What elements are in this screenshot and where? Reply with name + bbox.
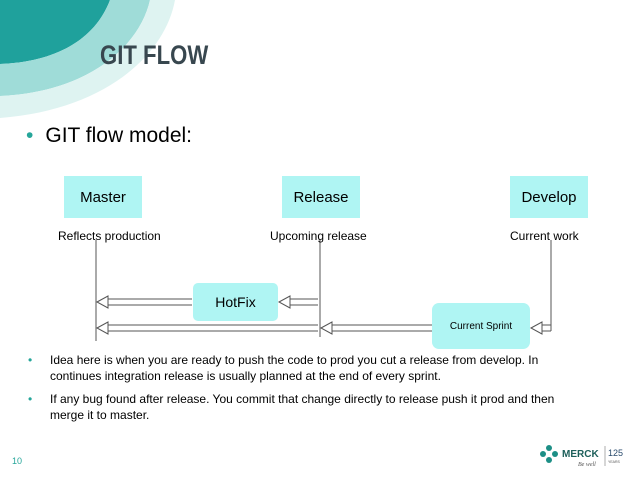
hotfix-to-master-arrow	[95, 295, 192, 309]
bullet-item: • If any bug found after release. You co…	[28, 391, 588, 425]
current-sprint-box: Current Sprint	[432, 303, 530, 349]
master-label: Master	[80, 188, 126, 206]
anniversary-text: 125	[608, 448, 623, 458]
release-box: Release	[282, 176, 360, 218]
merck-logo: MERCK Be well 125 YEARS	[538, 444, 634, 473]
brand-text: MERCK	[562, 449, 599, 460]
anniversary-sub-text: YEARS	[608, 460, 621, 464]
slide-title: GIT FLOW	[100, 40, 209, 70]
main-bullet-text: GIT flow model:	[45, 124, 193, 147]
release-caption: Upcoming release	[270, 229, 367, 243]
page-number: 10	[12, 456, 23, 466]
main-bullet: • GIT flow model:	[26, 124, 192, 148]
sprint-to-release-arrow	[319, 321, 432, 335]
bullet-dot: •	[26, 124, 34, 147]
corner-decoration	[0, 0, 175, 118]
merck-logo-icon: MERCK Be well 125 YEARS	[540, 445, 623, 468]
bullet-item: • Idea here is when you are ready to pus…	[28, 352, 588, 386]
master-caption: Reflects production	[58, 229, 161, 243]
bullet-dot: •	[28, 353, 33, 367]
release-to-hotfix-arrow	[277, 295, 318, 309]
hotfix-box: HotFix	[193, 283, 278, 321]
release-to-master-arrow	[95, 321, 318, 335]
bullet-text: Idea here is when you are ready to push …	[50, 353, 539, 383]
tagline-text: Be well	[578, 462, 596, 468]
develop-box: Develop	[510, 176, 588, 218]
bullet-text: If any bug found after release. You comm…	[50, 392, 555, 422]
master-box: Master	[64, 176, 142, 218]
bullet-dot: •	[28, 392, 33, 406]
hotfix-label: HotFix	[215, 294, 256, 310]
release-label: Release	[293, 188, 349, 206]
develop-caption: Current work	[510, 229, 579, 243]
develop-label: Develop	[521, 188, 577, 206]
develop-to-sprint-arrow	[529, 321, 552, 335]
current-sprint-label: Current Sprint	[449, 320, 513, 332]
